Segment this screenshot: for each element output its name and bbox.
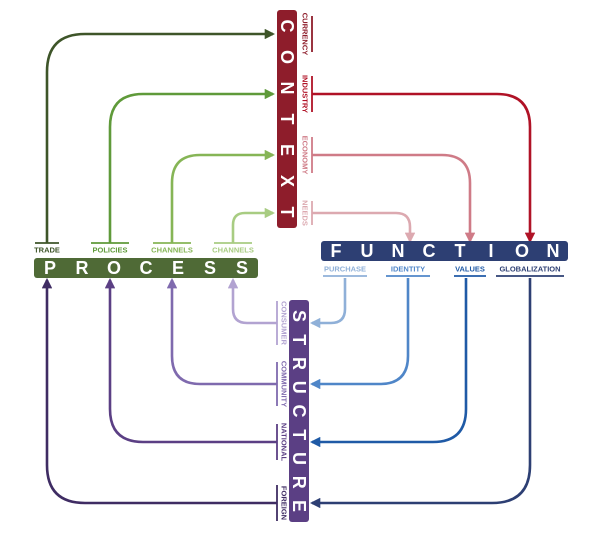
structure-title-letter: E [289, 500, 309, 512]
economy-to-values-arrow [312, 153, 476, 244]
context-title-letter: E [277, 144, 297, 156]
process-title-letter: E [172, 258, 184, 278]
trade-to-currency-arrow [45, 28, 276, 243]
context-label-economy: ECONOMY [301, 136, 310, 175]
community-to-channels-arrow [166, 277, 277, 386]
industry-to-globalization-arrow [312, 92, 536, 244]
national-to-policies-arrow [104, 277, 277, 444]
process-title-letter: C [140, 258, 153, 278]
context-title-letter: O [277, 50, 297, 64]
function-title-letter: F [331, 241, 342, 261]
process-label-channels: CHANNELS [212, 246, 254, 255]
structure-title-letter: T [289, 429, 309, 440]
context-title-letter: C [277, 20, 297, 33]
consumer-to-channels-arrow [227, 277, 277, 325]
context-title-letter: N [277, 82, 297, 95]
process-title-letter: O [107, 258, 121, 278]
structure-title-letter: T [289, 334, 309, 345]
identity-to-community-arrow [309, 278, 410, 390]
function-label-globalization: GLOBALIZATION [499, 265, 560, 274]
structure-title-letter: S [289, 310, 309, 322]
process-bar [34, 258, 258, 278]
foreign-to-trade-arrow [41, 277, 277, 505]
structure-title-letter: U [289, 452, 309, 465]
policies-to-industry-arrow [108, 88, 276, 243]
context-title-letter: X [277, 175, 297, 187]
process-title-letter: P [44, 258, 56, 278]
category-labels: TRADE POLICIES CHANNELS CHANNELS PURCHASE IDE… [34, 13, 564, 521]
process-label-policies: POLICIES [92, 246, 127, 255]
function-title-letter: N [547, 241, 560, 261]
function-title-letter: N [392, 241, 405, 261]
structure-title-letter: R [289, 357, 309, 370]
context-label-currency: CURRENCY [301, 13, 310, 56]
structure-title-letter: C [289, 405, 309, 418]
function-title-letter: T [455, 241, 466, 261]
structure-label-consumer: CONSUMER [280, 301, 289, 345]
process-title-letter: S [236, 258, 248, 278]
structure-label-foreign: FOREIGN [280, 486, 289, 520]
process-title-letter: S [204, 258, 216, 278]
function-title-letter: I [488, 241, 493, 261]
structure-label-community: COMMUNITY [280, 361, 289, 407]
needs-to-identity-arrow [312, 211, 416, 244]
function-title-letter: O [515, 241, 529, 261]
context-title-letter: T [277, 114, 297, 125]
context-label-industry: INDUSTRY [301, 75, 310, 113]
function-label-purchase: PURCHASE [324, 265, 366, 274]
function-title-letter: C [423, 241, 436, 261]
function-label-identity: IDENTITY [391, 265, 425, 274]
purchase-to-consumer-arrow [309, 278, 347, 329]
structure-title-letter: R [289, 476, 309, 489]
context-label-needs: NEEDS [301, 200, 310, 226]
process-title-letter: R [76, 258, 89, 278]
context-bar [277, 10, 297, 228]
structure-title-letter: U [289, 381, 309, 394]
function-title-letter: U [361, 241, 374, 261]
structure-bar [289, 300, 309, 522]
process-label-channels: CHANNELS [151, 246, 193, 255]
context-title-letter: T [277, 207, 297, 218]
channels-to-needs-arrow [231, 207, 276, 243]
channels-to-economy-arrow [170, 149, 276, 243]
globalization-to-foreign-arrow [309, 278, 532, 509]
process-label-trade: TRADE [34, 246, 60, 255]
values-to-national-arrow [309, 278, 468, 448]
structure-label-national: NATIONAL [280, 423, 289, 462]
function-bar [321, 241, 568, 261]
connectors [41, 28, 536, 509]
function-label-values: VALUES [455, 265, 485, 274]
